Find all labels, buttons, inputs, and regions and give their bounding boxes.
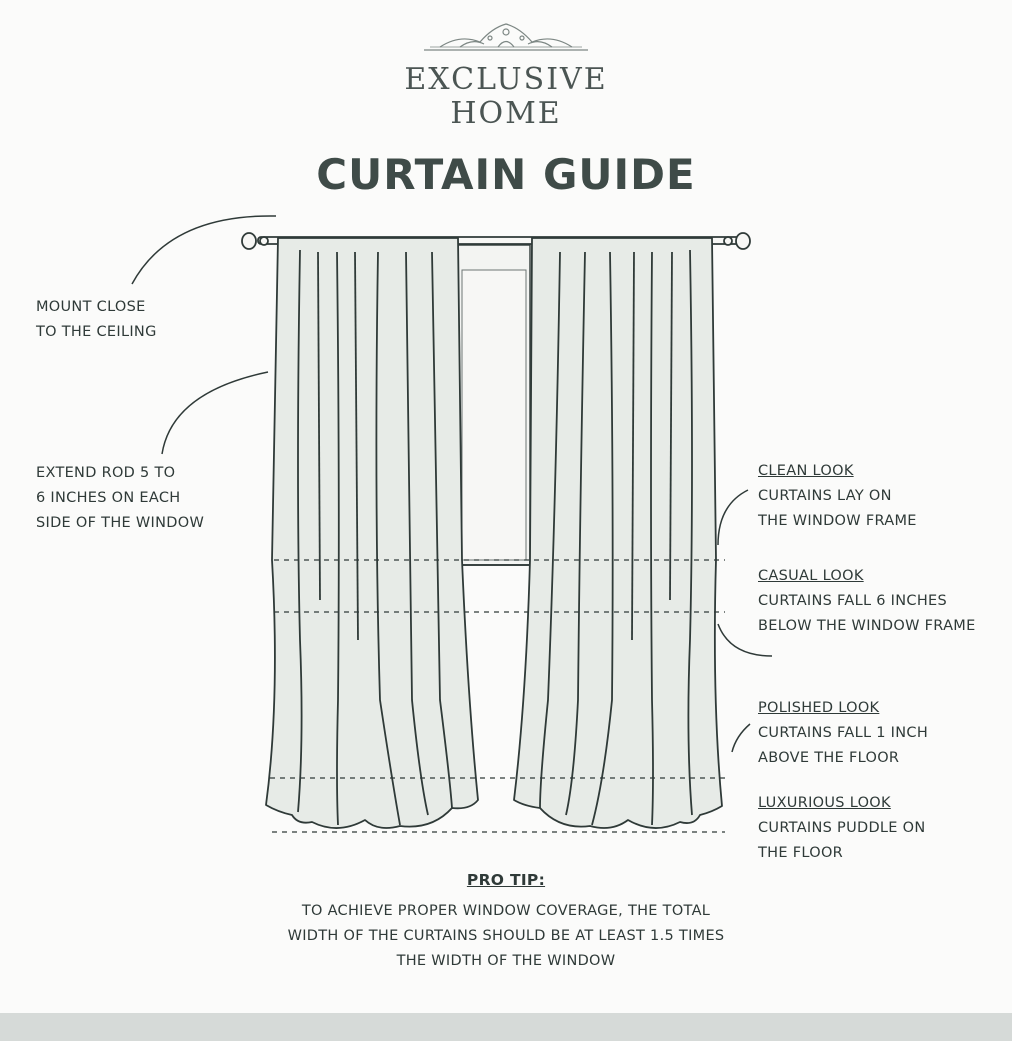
luxurious-look-callout: LUXURIOUS LOOK CURTAINS PUDDLE ON THE FL… bbox=[758, 791, 926, 866]
footer-band bbox=[0, 1013, 1012, 1041]
brand-name-line2: HOME bbox=[450, 96, 562, 131]
mount-callout-line bbox=[131, 215, 277, 285]
luxurious-look-heading: LUXURIOUS LOOK bbox=[758, 795, 891, 811]
polished-look-callout: POLISHED LOOK CURTAINS FALL 1 INCH ABOVE… bbox=[758, 696, 928, 771]
extend-rod-callout: EXTEND ROD 5 TO 6 INCHES ON EACH SIDE OF… bbox=[36, 465, 205, 531]
left-curtain bbox=[265, 237, 479, 829]
casual-look-heading: CASUAL LOOK bbox=[758, 568, 864, 584]
pro-tip-line: THE WIDTH OF THE WINDOW bbox=[396, 953, 616, 969]
casual-look-callout: CASUAL LOOK CURTAINS FALL 6 INCHES BELOW… bbox=[758, 564, 976, 639]
crown-ornament-icon bbox=[424, 23, 588, 51]
callout-arrows bbox=[131, 215, 773, 753]
brand-name-line1: EXCLUSIVE bbox=[404, 62, 608, 97]
casual-callout-line bbox=[717, 623, 773, 657]
pro-tip: PRO TIP: TO ACHIEVE PROPER WINDOW COVERA… bbox=[0, 868, 1012, 974]
page-title: CURTAIN GUIDE bbox=[316, 150, 696, 199]
polished-look-heading: POLISHED LOOK bbox=[758, 700, 880, 716]
clean-callout-line bbox=[717, 489, 749, 546]
clean-look-callout: CLEAN LOOK CURTAINS LAY ON THE WINDOW FR… bbox=[758, 459, 917, 534]
pro-tip-line: TO ACHIEVE PROPER WINDOW COVERAGE, THE T… bbox=[301, 903, 711, 919]
right-curtain bbox=[513, 237, 723, 829]
polished-callout-line bbox=[731, 723, 751, 753]
window-pane bbox=[461, 269, 527, 561]
extend-callout-line bbox=[161, 371, 269, 455]
mount-callout: MOUNT CLOSE TO THE CEILING bbox=[36, 299, 157, 340]
pro-tip-heading: PRO TIP: bbox=[466, 871, 546, 889]
clean-look-heading: CLEAN LOOK bbox=[758, 463, 854, 479]
pro-tip-line: WIDTH OF THE CURTAINS SHOULD BE AT LEAST… bbox=[287, 928, 725, 944]
